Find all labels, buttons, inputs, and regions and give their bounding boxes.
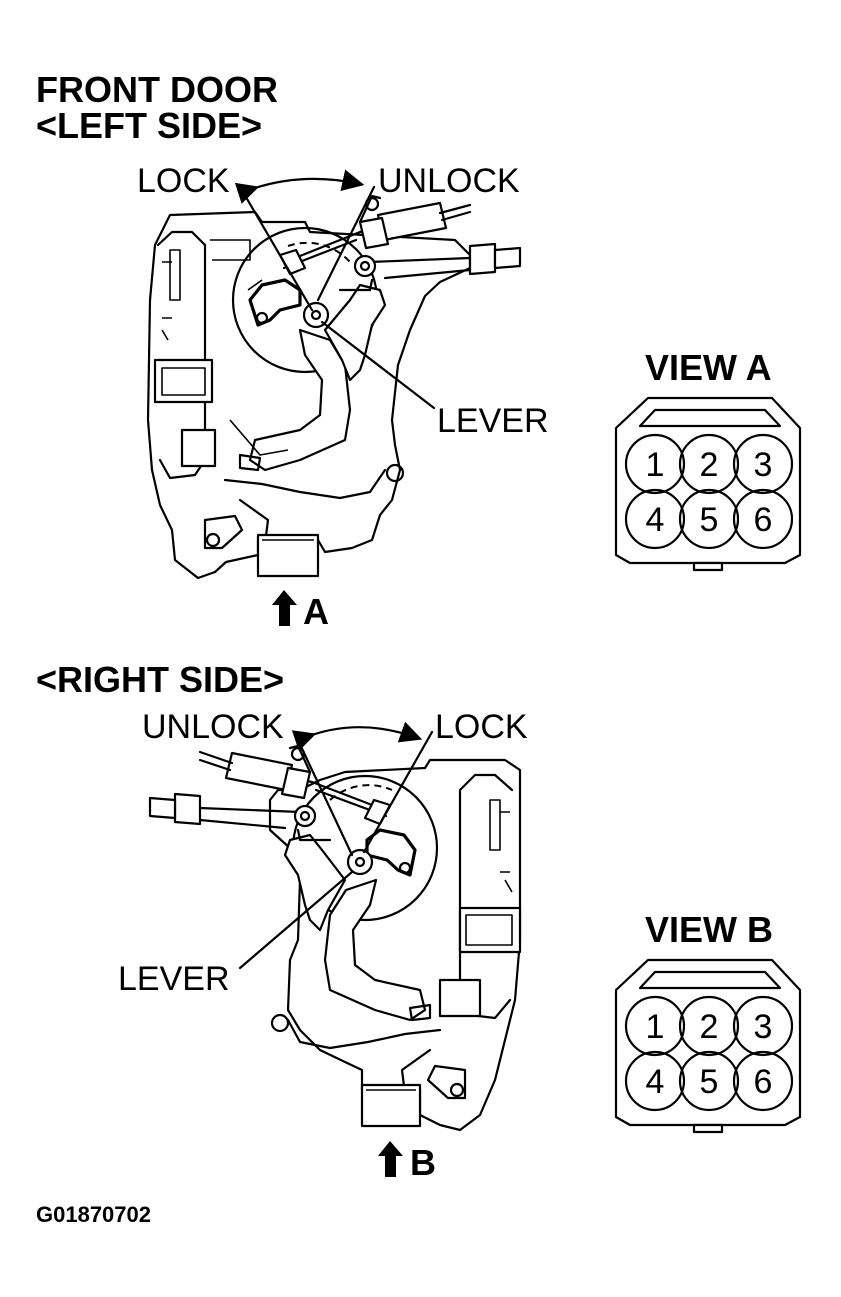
view-a-pin-3: 3: [754, 446, 773, 484]
view-a-pin-6: 6: [754, 501, 773, 539]
view-a-title: VIEW A: [645, 347, 772, 388]
right-unlock-leader: [295, 736, 354, 857]
right-lever-leader: [238, 870, 354, 970]
left-door-lock-actuator: [146, 194, 522, 580]
figure-code: G01870702: [36, 1202, 151, 1227]
view-a-pin-2: 2: [700, 446, 719, 484]
view-b-pin-5: 5: [700, 1063, 719, 1101]
right-unlock-label: UNLOCK: [142, 708, 284, 746]
left-lock-label: LOCK: [137, 162, 230, 200]
view-b-connector: [614, 958, 802, 1134]
view-a-pin-4: 4: [646, 501, 665, 539]
arrow-a-label: A: [303, 591, 329, 632]
left-unlock-leader: [316, 185, 376, 302]
right-side-heading: <RIGHT SIDE>: [36, 659, 284, 700]
left-rotation-arc: [234, 169, 365, 204]
view-b-pin-2: 2: [700, 1008, 719, 1046]
left-unlock-label: UNLOCK: [378, 162, 520, 200]
arrow-b-label: B: [410, 1142, 436, 1183]
right-lever-label: LEVER: [118, 960, 230, 998]
right-lock-label: LOCK: [435, 708, 528, 746]
right-lock-leader: [362, 730, 434, 854]
view-a-pin-5: 5: [700, 501, 719, 539]
view-b-title: VIEW B: [645, 909, 773, 950]
view-b-pin-1: 1: [646, 1008, 665, 1046]
left-lock-leader: [241, 190, 314, 312]
left-lever-leader: [320, 320, 436, 410]
view-b-pin-6: 6: [754, 1063, 773, 1101]
diagram-title: FRONT DOOR: [36, 69, 278, 110]
view-b-pin-3: 3: [754, 1008, 773, 1046]
view-a-connector: [614, 396, 802, 572]
right-rotation-arc: [291, 721, 423, 752]
left-side-heading: <LEFT SIDE>: [36, 105, 262, 146]
left-lever-label: LEVER: [437, 402, 549, 440]
view-b-pin-4: 4: [646, 1063, 665, 1101]
right-door-lock-actuator: [148, 744, 522, 1132]
view-b-arrow: [378, 1141, 403, 1177]
view-a-pin-1: 1: [646, 446, 665, 484]
view-a-arrow: [272, 590, 297, 626]
